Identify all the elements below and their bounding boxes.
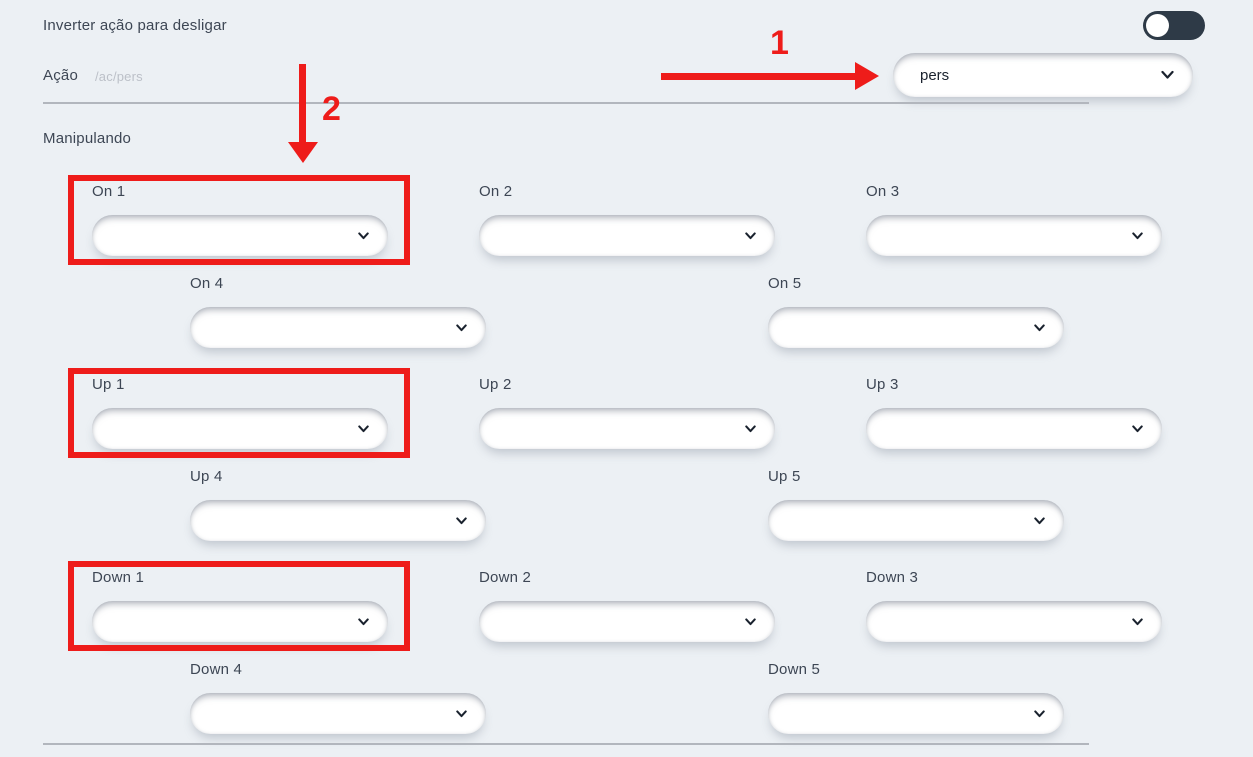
field-label: Down 5: [768, 661, 821, 678]
toggle-knob: [1146, 14, 1169, 37]
chevron-down-icon: [1034, 323, 1045, 332]
field-up-1: Up 1: [92, 377, 388, 449]
up-4-select[interactable]: [190, 500, 486, 541]
chevron-down-icon: [745, 424, 756, 433]
down-4-select[interactable]: [190, 693, 486, 734]
chevron-down-icon: [1161, 70, 1174, 80]
top-divider: [43, 102, 1089, 104]
on-5-select[interactable]: [768, 307, 1064, 348]
chevron-down-icon: [1034, 516, 1045, 525]
on-2-select[interactable]: [479, 215, 775, 256]
field-label: Down 4: [190, 661, 243, 678]
invert-action-label: Inverter ação para desligar: [43, 17, 227, 34]
on-4-select[interactable]: [190, 307, 486, 348]
field-label: Down 2: [479, 569, 532, 586]
arrow-down-head-icon: [288, 142, 318, 163]
field-on-1: On 1: [92, 184, 388, 256]
field-up-3: Up 3: [866, 377, 1162, 449]
field-label: Up 4: [190, 468, 223, 485]
field-label: On 3: [866, 183, 900, 200]
chevron-down-icon: [1132, 617, 1143, 626]
field-down-1: Down 1: [92, 570, 388, 642]
chevron-down-icon: [358, 231, 369, 240]
field-label: On 2: [479, 183, 513, 200]
field-down-4: Down 4: [190, 662, 486, 734]
up-3-select[interactable]: [866, 408, 1162, 449]
up-5-select[interactable]: [768, 500, 1064, 541]
chevron-down-icon: [745, 617, 756, 626]
field-label: Down 3: [866, 569, 919, 586]
field-label: On 4: [190, 275, 224, 292]
up-1-select[interactable]: [92, 408, 388, 449]
chevron-down-icon: [456, 516, 467, 525]
down-5-select[interactable]: [768, 693, 1064, 734]
arrow-right-head-icon: [855, 62, 879, 90]
acao-label: Ação: [43, 67, 78, 84]
arrow-right-icon: [661, 73, 857, 80]
down-1-select[interactable]: [92, 601, 388, 642]
on-1-select[interactable]: [92, 215, 388, 256]
field-on-5: On 5: [768, 276, 1064, 348]
field-down-5: Down 5: [768, 662, 1064, 734]
field-label: Up 3: [866, 376, 899, 393]
chevron-down-icon: [1132, 424, 1143, 433]
field-on-4: On 4: [190, 276, 486, 348]
manipulando-section-label: Manipulando: [43, 130, 132, 147]
chevron-down-icon: [456, 709, 467, 718]
field-down-2: Down 2: [479, 570, 775, 642]
field-on-3: On 3: [866, 184, 1162, 256]
acao-path: /ac/pers: [95, 69, 143, 84]
chevron-down-icon: [1034, 709, 1045, 718]
up-2-select[interactable]: [479, 408, 775, 449]
field-up-4: Up 4: [190, 469, 486, 541]
field-label: Up 5: [768, 468, 801, 485]
field-label: On 5: [768, 275, 802, 292]
down-2-select[interactable]: [479, 601, 775, 642]
field-label: Up 1: [92, 376, 125, 393]
chevron-down-icon: [358, 424, 369, 433]
arrow-down-icon: [299, 64, 306, 143]
field-label: Down 1: [92, 569, 145, 586]
field-up-5: Up 5: [768, 469, 1064, 541]
bottom-divider: [43, 743, 1089, 745]
annotation-step-2: 2: [322, 90, 341, 128]
acao-select-value: pers: [920, 66, 950, 84]
field-up-2: Up 2: [479, 377, 775, 449]
chevron-down-icon: [745, 231, 756, 240]
acao-select[interactable]: pers: [893, 53, 1193, 97]
chevron-down-icon: [456, 323, 467, 332]
field-label: On 1: [92, 183, 126, 200]
on-3-select[interactable]: [866, 215, 1162, 256]
field-label: Up 2: [479, 376, 512, 393]
chevron-down-icon: [358, 617, 369, 626]
invert-action-toggle[interactable]: [1143, 11, 1205, 40]
down-3-select[interactable]: [866, 601, 1162, 642]
field-on-2: On 2: [479, 184, 775, 256]
field-down-3: Down 3: [866, 570, 1162, 642]
annotation-step-1: 1: [770, 24, 789, 62]
chevron-down-icon: [1132, 231, 1143, 240]
